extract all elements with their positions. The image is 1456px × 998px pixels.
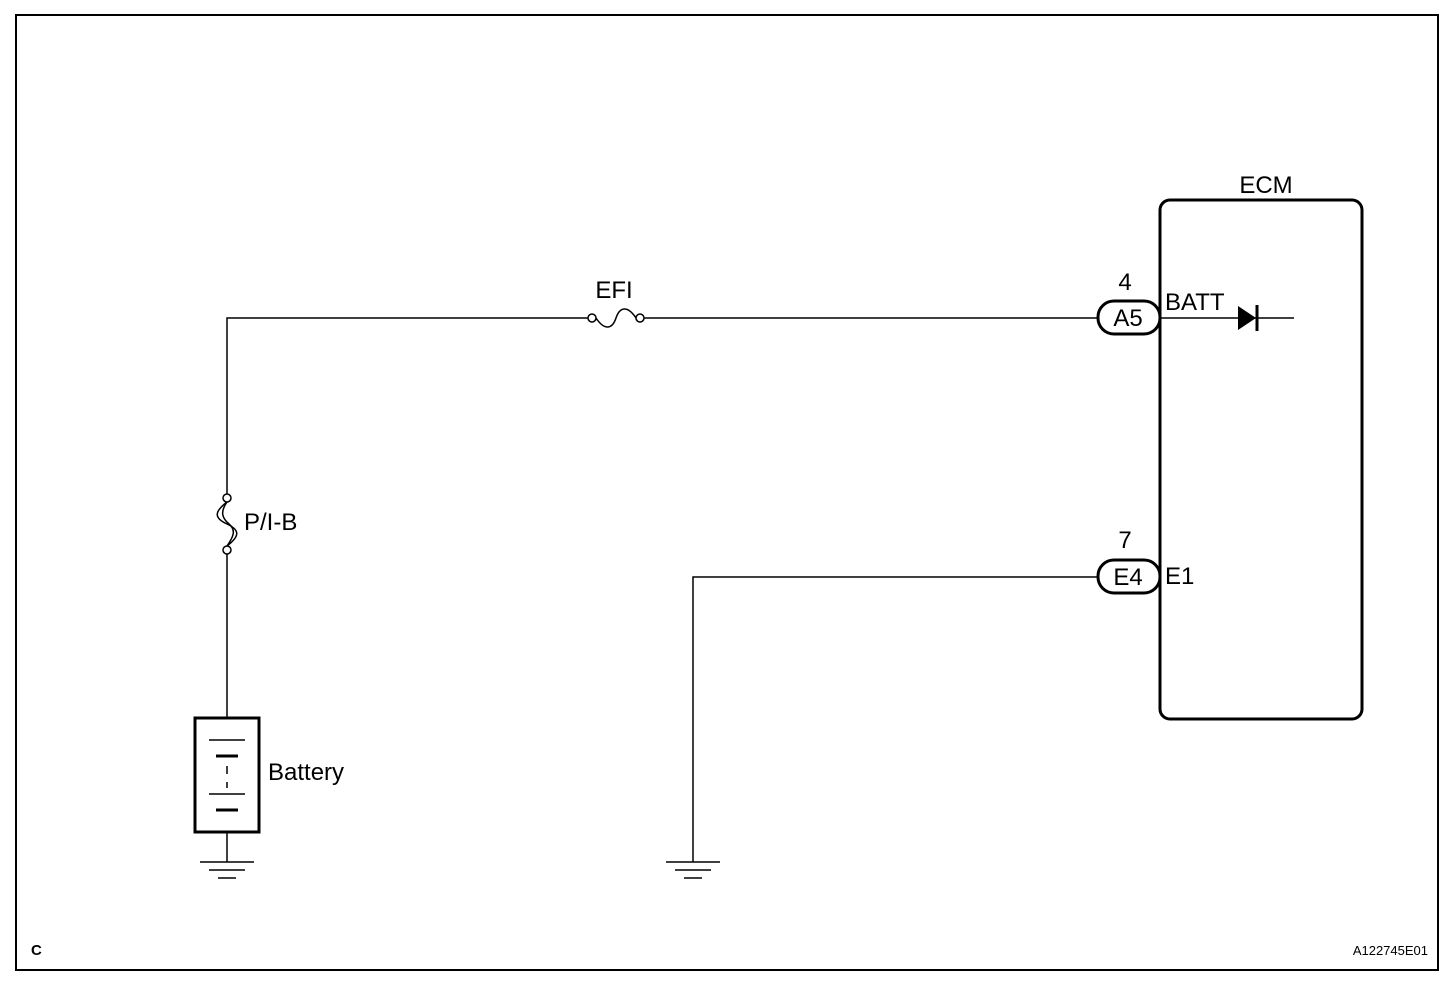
battery-label: Battery	[268, 759, 344, 786]
efi-fuse-label: EFI	[595, 277, 632, 304]
efi-fuse-terminal-left	[587, 313, 597, 323]
batt-terminal-label: BATT	[1165, 289, 1225, 316]
fusible-link-terminal-top	[222, 493, 232, 503]
connector-e4: E4 7 E1	[1096, 527, 1194, 595]
fusible-link-element-2	[221, 501, 235, 547]
ecm-ground-icon	[666, 861, 720, 879]
efi-fuse: EFI	[587, 277, 645, 328]
battery: Battery	[193, 716, 344, 834]
fusible-link-pib: P/I-B	[216, 493, 297, 555]
battery-box	[193, 716, 261, 834]
fusible-link-element	[216, 501, 238, 547]
fusible-link-terminal-bottom	[222, 545, 232, 555]
ecm-box	[1158, 198, 1364, 721]
figure-id: A122745E01	[1353, 943, 1428, 958]
battery-ground-icon	[200, 832, 254, 879]
diode-icon	[1238, 306, 1256, 330]
ecm-label: ECM	[1239, 172, 1292, 199]
connector-a5-name: A5	[1113, 305, 1142, 332]
diagram-frame	[15, 14, 1439, 971]
fusible-link-label: P/I-B	[244, 509, 297, 536]
connector-a5: A5 4	[1096, 269, 1162, 336]
corner-letter: C	[31, 942, 42, 959]
connector-a5-pin: 4	[1118, 269, 1131, 296]
e4-ground-wire	[692, 576, 1098, 862]
e1-terminal-label: E1	[1165, 563, 1194, 590]
supply-wire-vertical-upper	[226, 317, 590, 495]
efi-fuse-element	[595, 308, 637, 328]
batt-terminal: BATT	[1160, 289, 1294, 331]
connector-e4-name: E4	[1113, 564, 1142, 591]
ecm-unit: ECM	[1158, 172, 1364, 721]
efi-fuse-terminal-right	[635, 313, 645, 323]
connector-e4-pin: 7	[1118, 527, 1131, 554]
